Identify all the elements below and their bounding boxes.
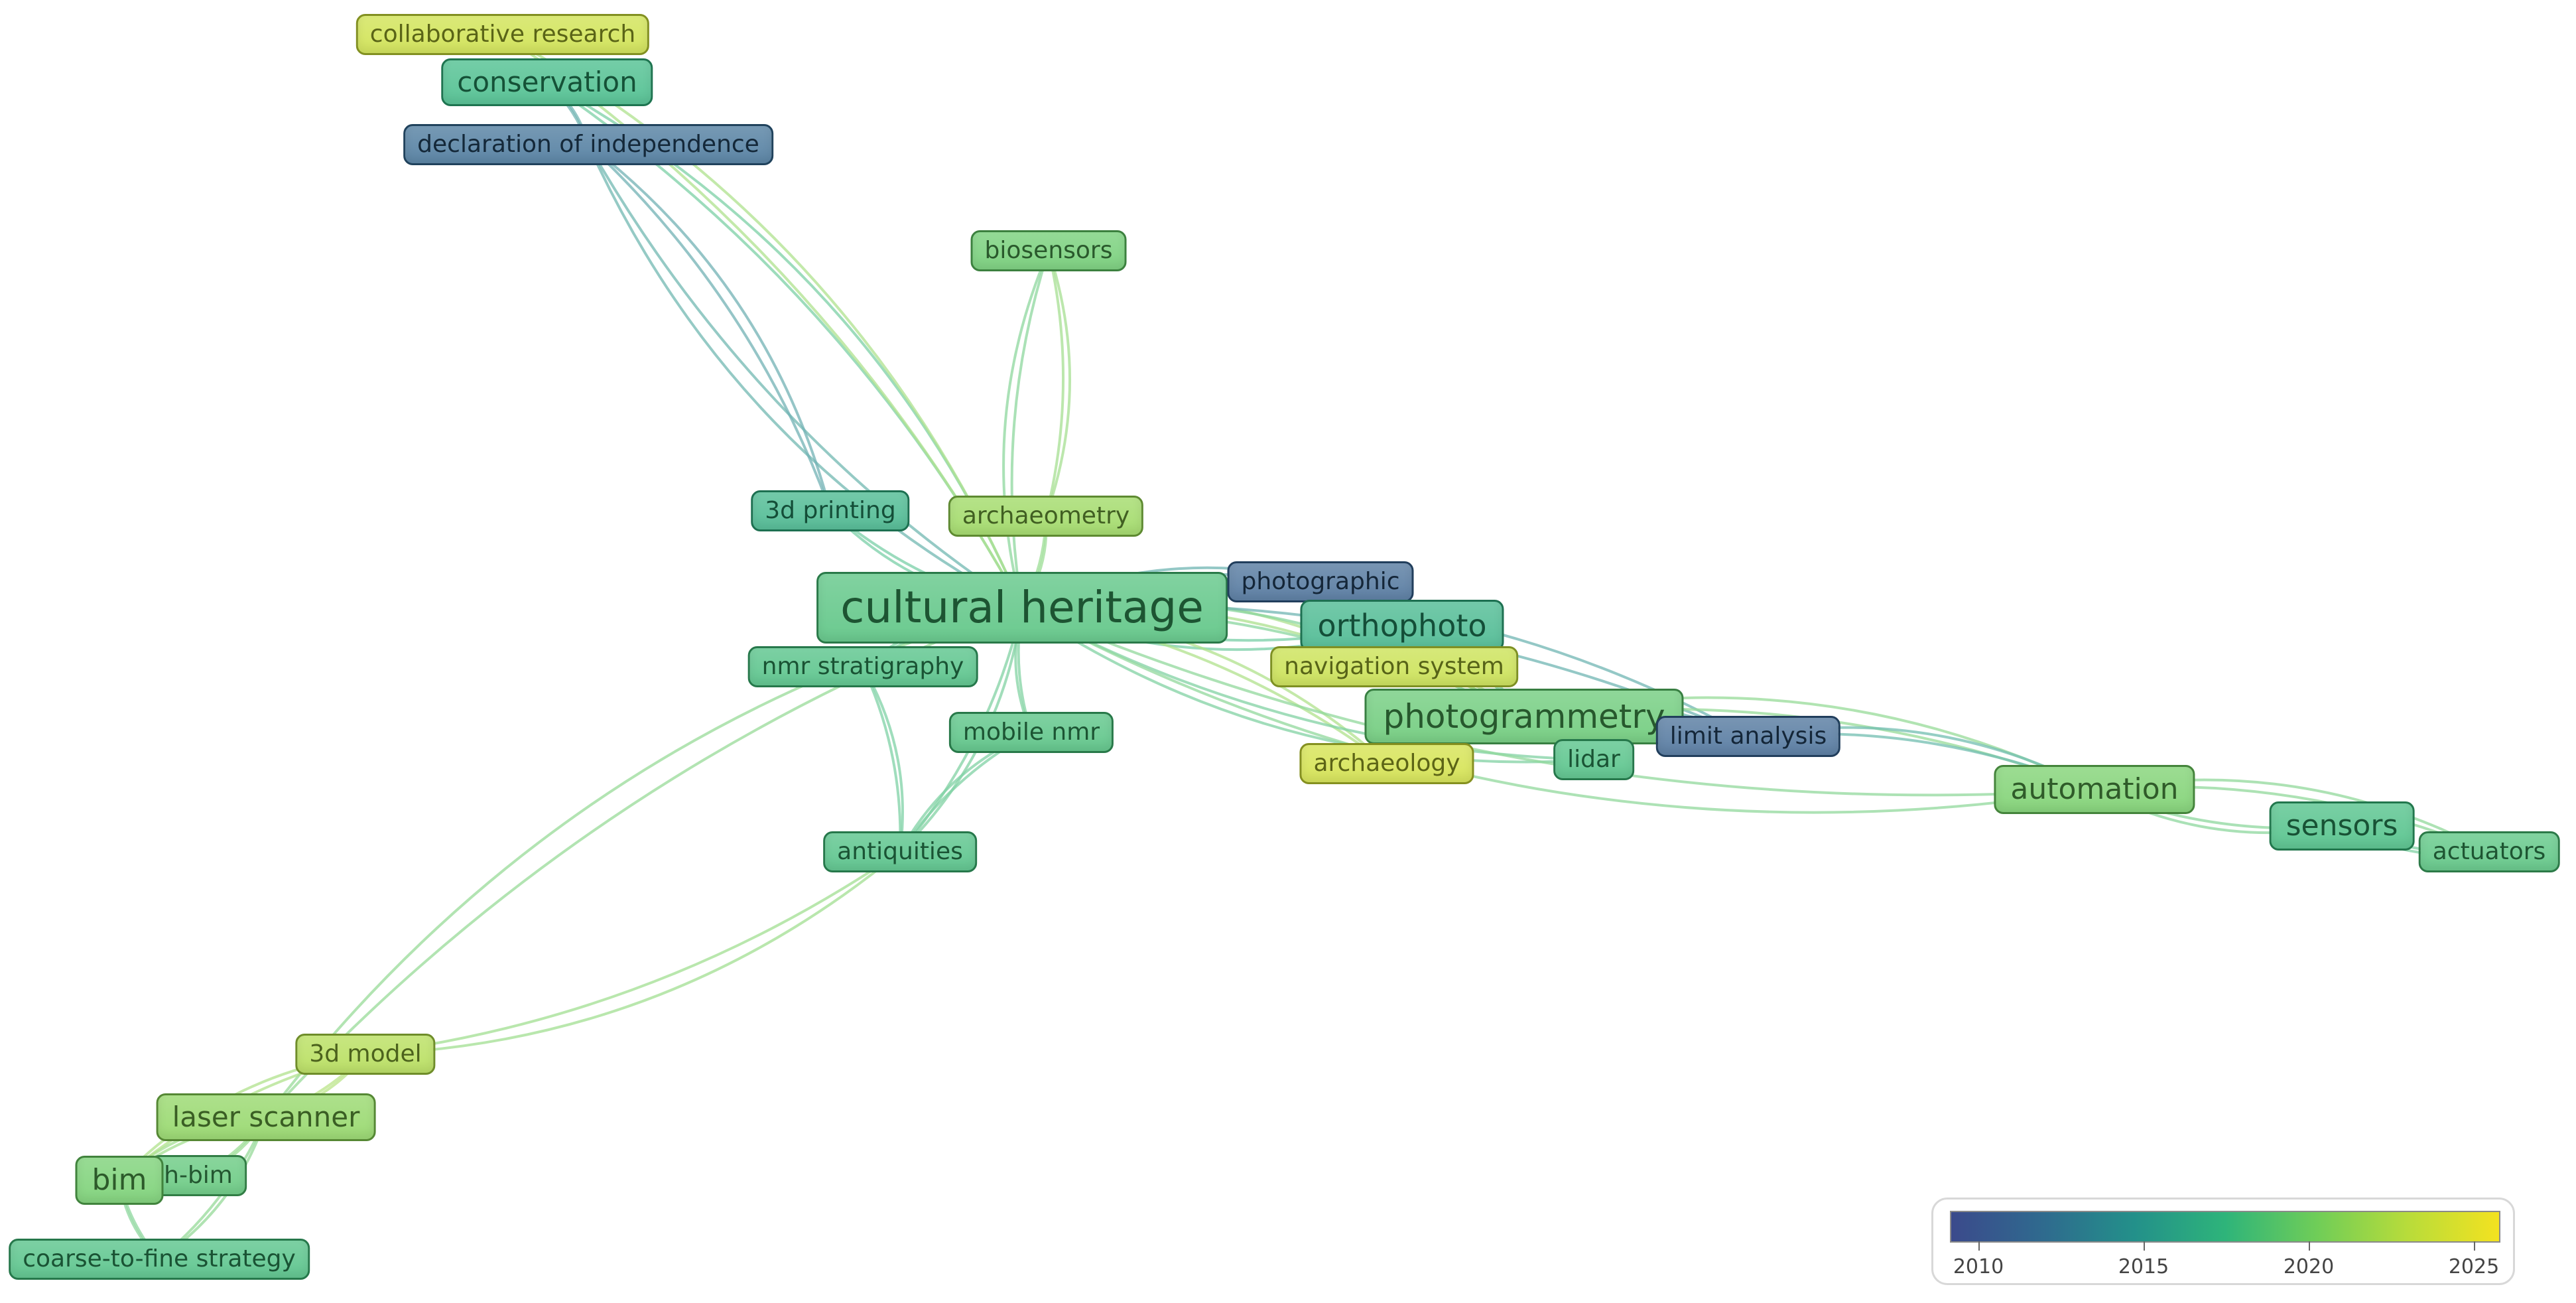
network-link: [1002, 250, 1050, 608]
node-coarse-to-fine-strategy[interactable]: coarse-to-fine strategy: [9, 1239, 310, 1280]
network-link: [1045, 250, 1072, 517]
node-actuators[interactable]: actuators: [2418, 831, 2560, 872]
node-collaborative-research[interactable]: collaborative research: [355, 14, 650, 55]
legend-tick: [2474, 1241, 2475, 1251]
network-link: [1045, 250, 1065, 517]
node-antiquities[interactable]: antiquities: [823, 831, 977, 872]
legend-tick-label: 2015: [2118, 1255, 2169, 1278]
node-archaeometry[interactable]: archaeometry: [948, 496, 1144, 537]
network-link: [587, 144, 1023, 609]
node-navigation-system[interactable]: navigation system: [1270, 646, 1518, 687]
network-link: [365, 851, 901, 1056]
network-link: [1021, 606, 1594, 764]
node-bim[interactable]: bim: [75, 1156, 164, 1205]
legend-tick: [2309, 1241, 2310, 1251]
network-link: [587, 143, 832, 512]
node-biosensors[interactable]: biosensors: [970, 230, 1127, 271]
node-3d-printing[interactable]: 3d printing: [751, 490, 910, 531]
network-link: [1010, 250, 1050, 608]
node-conservation[interactable]: conservation: [441, 58, 653, 106]
network-link: [587, 143, 832, 512]
node-automation[interactable]: automation: [1994, 765, 2195, 814]
network-link: [587, 144, 1023, 609]
legend-tick: [1978, 1241, 1980, 1251]
node-mobile-nmr[interactable]: mobile nmr: [948, 712, 1114, 753]
node-h-bim[interactable]: h-bim: [150, 1155, 247, 1196]
node-declaration-of-independence[interactable]: declaration of independence: [403, 124, 773, 165]
node-3d-model[interactable]: 3d model: [295, 1034, 436, 1075]
legend-tick: [2144, 1241, 2145, 1251]
legend-tick-label: 2025: [2448, 1255, 2500, 1278]
network-link: [862, 666, 902, 853]
node-limit-analysis[interactable]: limit analysis: [1655, 716, 1841, 757]
node-photographic[interactable]: photographic: [1227, 561, 1414, 602]
node-nmr-stratigraphy[interactable]: nmr stratigraphy: [747, 646, 978, 687]
node-photogrammetry[interactable]: photogrammetry: [1364, 689, 1684, 744]
node-cultural-heritage[interactable]: cultural heritage: [816, 572, 1228, 644]
node-lidar[interactable]: lidar: [1553, 739, 1634, 780]
node-sensors[interactable]: sensors: [2269, 801, 2415, 851]
legend-tick-label: 2020: [2283, 1255, 2335, 1278]
network-link: [365, 851, 901, 1056]
node-laser-scanner[interactable]: laser scanner: [156, 1093, 376, 1141]
network-link: [862, 665, 904, 853]
node-orthophoto[interactable]: orthophoto: [1300, 600, 1504, 652]
network-link: [1021, 606, 2095, 797]
node-archaeology[interactable]: archaeology: [1299, 743, 1474, 784]
legend-tick-label: 2010: [1953, 1255, 2004, 1278]
network-link: [1021, 606, 2095, 814]
year-color-bar: [1950, 1211, 2500, 1243]
